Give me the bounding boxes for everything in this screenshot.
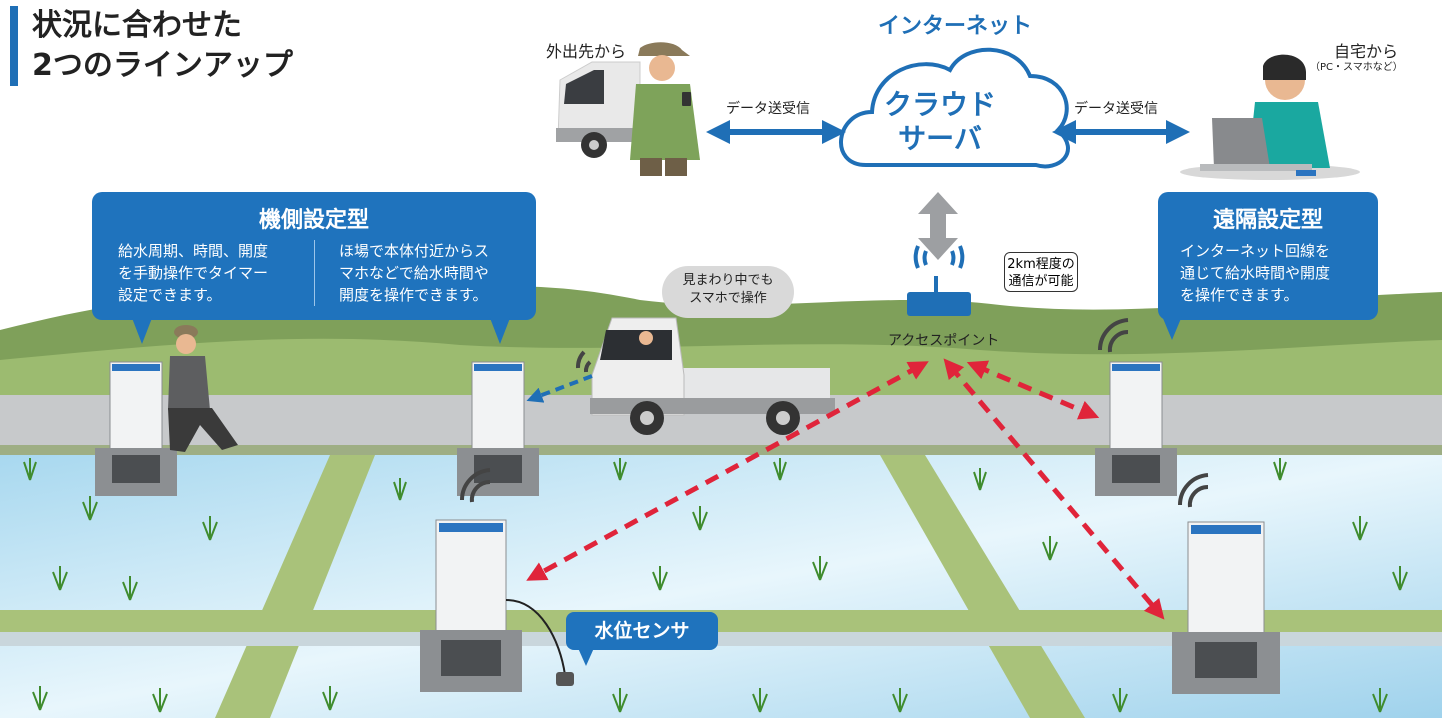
updown-arrow: [918, 192, 958, 260]
local-desc-right-line2: マホなどで給水時間や: [339, 264, 489, 282]
water-sensor-label-tail: [578, 648, 594, 666]
local-desc-left-line2: を手動操作でタイマー: [118, 264, 269, 282]
controller-unit-1: [95, 361, 177, 496]
local-type-callout: 機側設定型 給水周期、時間、開度 を手動操作でタイマー 設定できます。 ほ場で本…: [92, 192, 536, 320]
cloud-label-line2: サーバ: [898, 122, 982, 155]
local-callout-tail-2: [490, 318, 510, 344]
home-sublabel: （PC・スマホなど）: [1310, 62, 1403, 73]
wireless-link-arrows: [526, 358, 1165, 620]
range-callout: 2km程度の 通信が可能: [1004, 252, 1078, 292]
access-point-label: アクセスポイント: [888, 333, 1000, 349]
truck-top: [556, 61, 641, 158]
outside-label: 外出先から: [546, 42, 627, 61]
data-link-label-right: データ送受信: [1074, 101, 1158, 117]
local-desc-right-line3: 開度を操作できます。: [339, 286, 488, 304]
page-title-line2: 2つのラインアップ: [32, 48, 293, 83]
wifi-signal-icons: [459, 318, 1209, 508]
data-link-label-left: データ送受信: [726, 101, 810, 117]
controller-unit-5: [1172, 521, 1280, 694]
range-callout-line1: 2km程度の: [1007, 257, 1075, 272]
water-level-sensor: [505, 599, 574, 686]
remote-desc-line1: インターネット回線を: [1180, 242, 1331, 260]
local-callout-tail-1: [132, 318, 152, 344]
page-title-line1: 状況に合わせた: [32, 8, 242, 43]
range-callout-line2: 通信が可能: [1008, 274, 1074, 289]
local-desc-right-line1: ほ場で本体付近からス: [339, 242, 490, 260]
local-desc-left-line1: 給水周期、時間、開度: [118, 242, 269, 260]
person-at-desk: [1180, 54, 1360, 180]
remote-type-descriptions: インターネット回線を 通じて給水時間や開度 を操作できます。: [1158, 234, 1378, 306]
remote-type-title: 遠隔設定型: [1212, 208, 1323, 233]
cloud-server-label: クラウド サーバ: [880, 88, 1000, 156]
cloud-label-line1: クラウド: [883, 88, 996, 121]
truck-speech-bubble: 見まわり中でも スマホで操作: [662, 266, 794, 318]
truck-speech-line1: 見まわり中でも: [682, 273, 774, 288]
remote-type-callout: 遠隔設定型 インターネット回線を 通じて給水時間や開度 を操作できます。: [1158, 192, 1378, 320]
local-type-descriptions: 給水周期、時間、開度 を手動操作でタイマー 設定できます。 ほ場で本体付近からス…: [92, 240, 536, 306]
truck-speech-line2: スマホで操作: [689, 291, 767, 306]
internet-label: インターネット: [878, 14, 1033, 39]
farmer-kneeling: [168, 325, 238, 452]
farmer-standing: [630, 42, 700, 176]
levee-left: [215, 455, 375, 718]
local-type-desc-right: ほ場で本体付近からス マホなどで給水時間や 開度を操作できます。: [315, 240, 489, 306]
remote-callout-tail: [1162, 316, 1182, 340]
controller-unit-3: [420, 519, 522, 692]
remote-desc-line2: 通じて給水時間や開度: [1180, 264, 1331, 282]
local-type-title: 機側設定型: [258, 208, 369, 233]
water-sensor-label: 水位センサ: [566, 612, 718, 650]
local-desc-left-line3: 設定できます。: [118, 286, 222, 304]
access-point-router: [907, 245, 971, 316]
page-title: 状況に合わせた 2つのラインアップ: [10, 6, 293, 86]
local-type-desc-left: 給水周期、時間、開度 を手動操作でタイマー 設定できます。: [118, 240, 315, 306]
remote-desc-line3: を操作できます。: [1180, 286, 1299, 304]
controller-unit-2: [457, 361, 539, 496]
home-label: 自宅から: [1334, 42, 1399, 61]
